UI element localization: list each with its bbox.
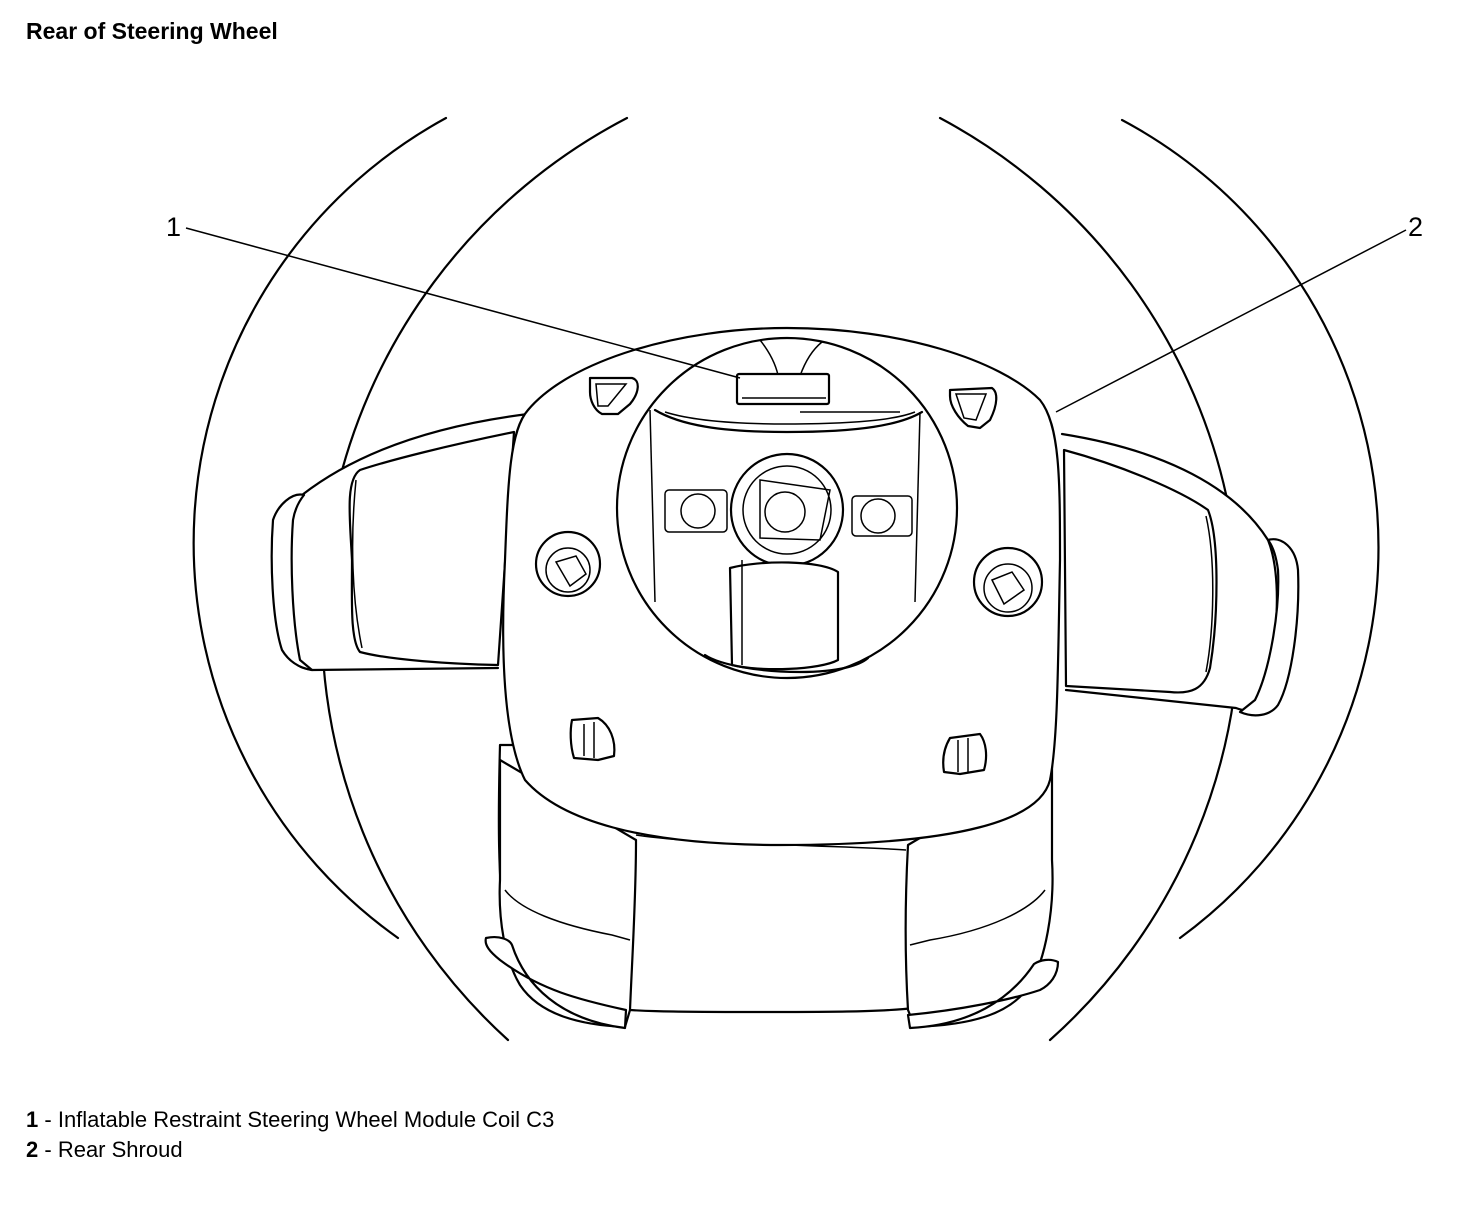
- legend-item-2: 2 - Rear Shroud: [26, 1135, 554, 1165]
- left-spoke: [270, 412, 530, 672]
- legend-separator: -: [44, 1137, 52, 1162]
- legend-item-1: 1 - Inflatable Restraint Steering Wheel …: [26, 1105, 554, 1135]
- hub-opening: [615, 336, 959, 680]
- fastener-recesses: [534, 376, 1044, 776]
- callout-2-leader: [1055, 229, 1407, 413]
- legend-item-name: Rear Shroud: [57, 1137, 183, 1162]
- callout-legend: 1 - Inflatable Restraint Steering Wheel …: [26, 1105, 554, 1165]
- legend-item-number: 2: [26, 1137, 39, 1162]
- coil-connector-c3: [735, 372, 900, 413]
- legend-separator: -: [44, 1107, 52, 1132]
- right-spoke: [1060, 432, 1300, 717]
- callout-1-label: 1: [166, 212, 181, 242]
- callout-1-leader: [185, 227, 741, 379]
- legend-item-name: Inflatable Restraint Steering Wheel Modu…: [57, 1107, 555, 1132]
- callout-2-label: 2: [1408, 212, 1423, 242]
- diagram-title: Rear of Steering Wheel: [26, 18, 278, 44]
- legend-item-number: 1: [26, 1107, 39, 1132]
